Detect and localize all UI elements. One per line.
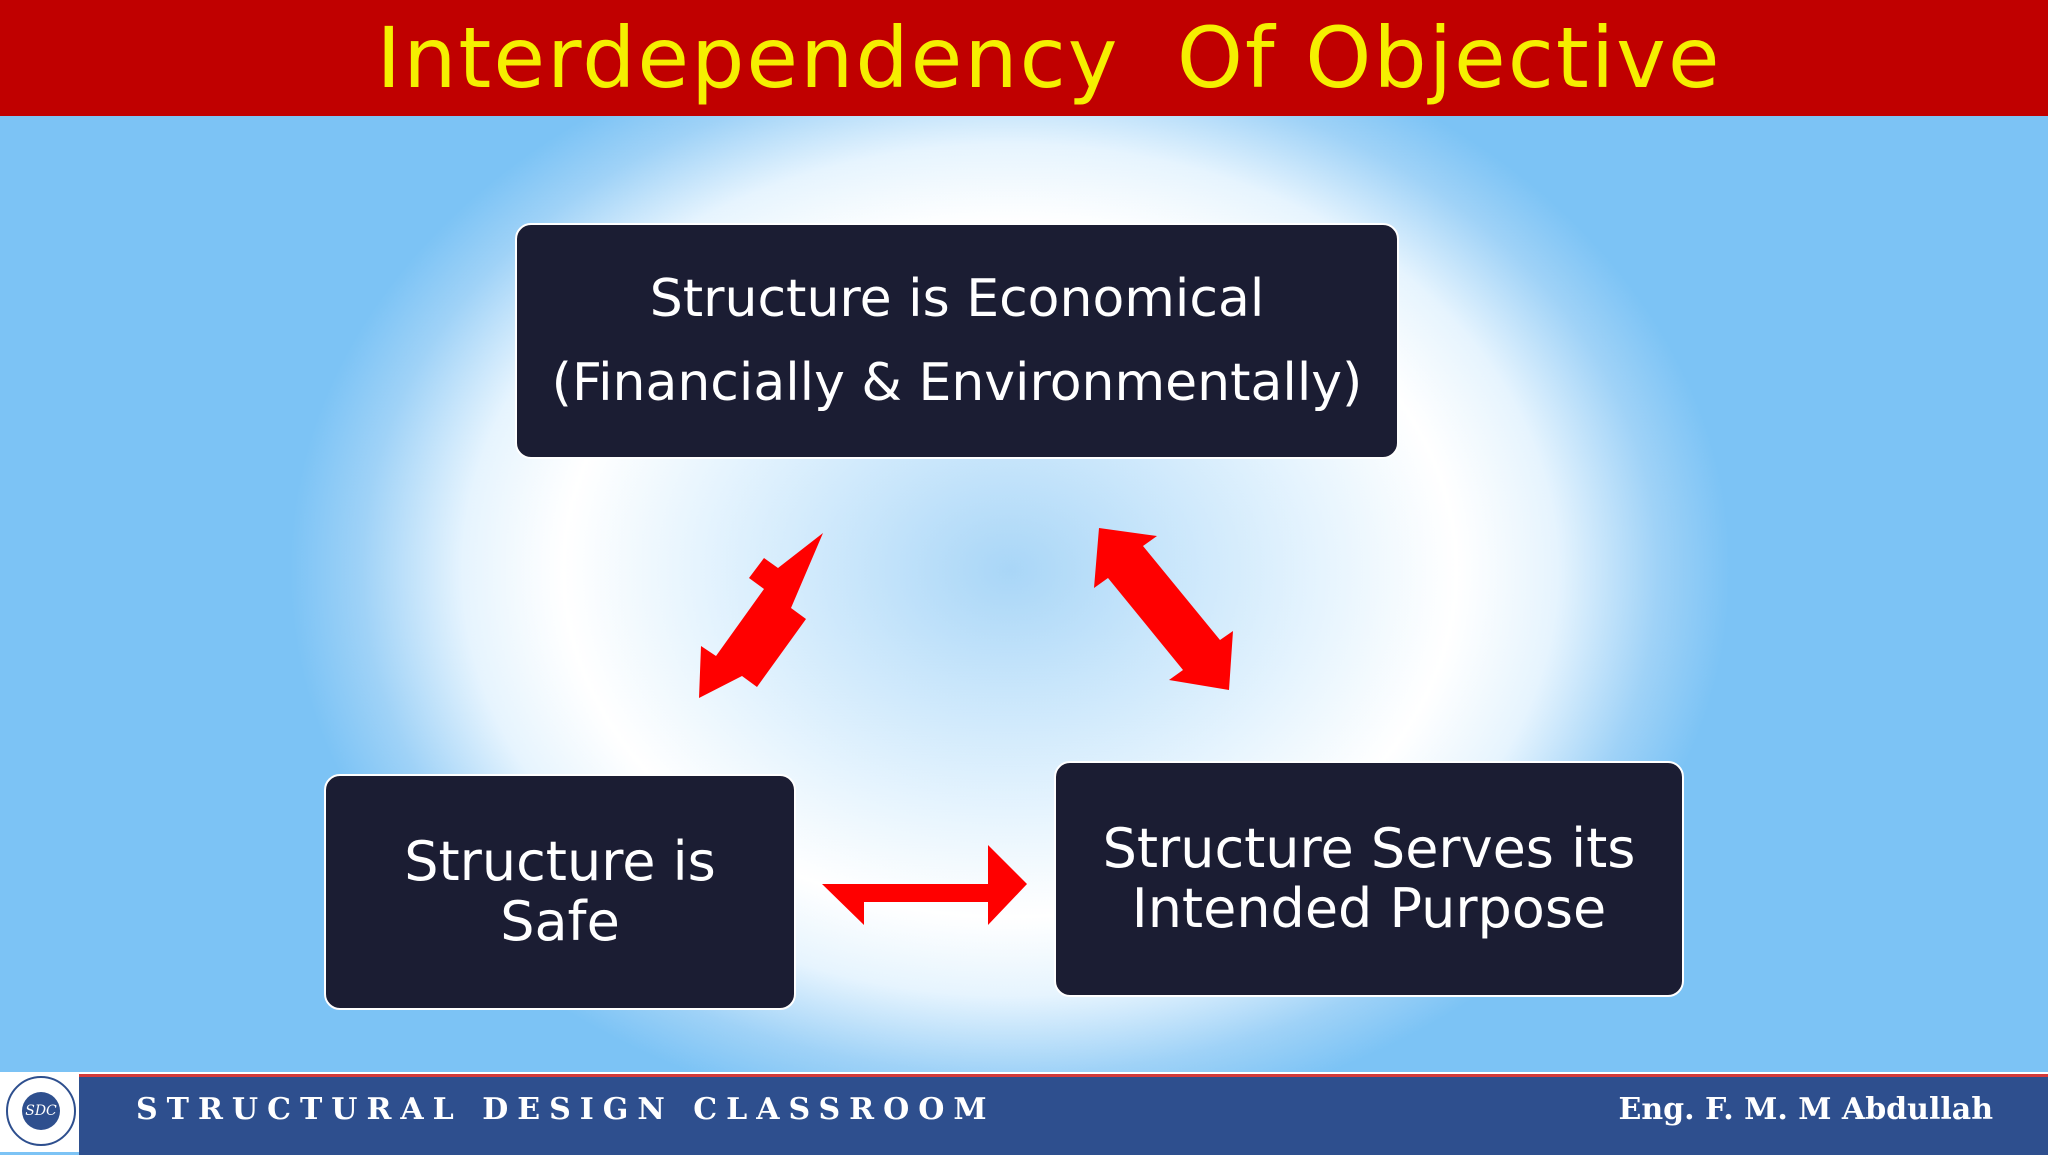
slide-title: Interdependency Of Objective [376, 9, 1722, 107]
node-safe-line2: Safe [500, 890, 620, 953]
footer-author: Eng. F. M. M Abdullah [1618, 1092, 1993, 1127]
node-safe: Structure is Safe [324, 774, 796, 1010]
arrow-safe-economical [699, 533, 823, 698]
title-bar: Interdependency Of Objective [0, 0, 2048, 116]
node-purpose-line1: Structure Serves its [1102, 817, 1636, 880]
node-economical-line2: (Financially & Environmentally) [551, 353, 1363, 413]
node-purpose-line2: Intended Purpose [1131, 877, 1607, 940]
sdc-logo: SDC [6, 1076, 76, 1146]
node-economical-line1: Structure is Economical [649, 269, 1265, 329]
sdc-logo-mark: SDC [22, 1092, 60, 1130]
node-safe-line1: Structure is [404, 830, 716, 893]
arrow-economical-purpose [1094, 528, 1233, 690]
node-purpose: Structure Serves its Intended Purpose [1054, 761, 1684, 997]
node-economical: Structure is Economical (Financially & E… [515, 223, 1399, 459]
arrow-safe-purpose [822, 845, 1027, 925]
footer-band [79, 1074, 2048, 1155]
footer-brand: STRUCTURAL DESIGN CLASSROOM [136, 1092, 996, 1127]
